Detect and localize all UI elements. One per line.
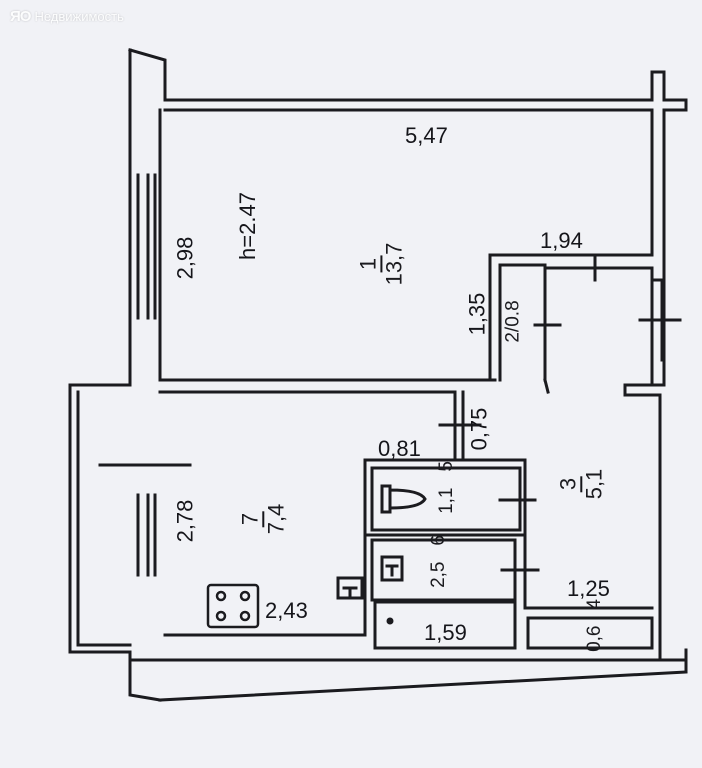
room-7-area: 7,4	[263, 503, 289, 535]
passage-075	[438, 390, 482, 462]
watermark-text: Недвижимость	[34, 9, 124, 24]
room-4-text: 0,6 4	[583, 599, 605, 652]
wall-room1-kitchen	[158, 378, 497, 394]
room-7-number: 7	[237, 510, 265, 528]
room-6-label: 2,5 6	[427, 535, 449, 588]
kitchen-wall-segment	[336, 576, 364, 600]
ceiling-height: h=2.47	[234, 192, 260, 260]
dim-bath-width: 1,59	[424, 620, 467, 645]
dim-corridor-offset: 1,35	[464, 292, 490, 336]
balcony	[68, 383, 132, 654]
room-3-label: 3 5,1	[555, 468, 607, 500]
room-6-number: 6	[427, 535, 449, 546]
window-room1	[136, 173, 157, 320]
room-2-text: 2/0.8	[502, 300, 524, 343]
closet2-walls	[488, 253, 654, 394]
room-7-label: 7 7,4	[237, 503, 289, 535]
dim-kitchen-width: 2,43	[265, 598, 308, 623]
room-1-number: 1	[355, 255, 383, 273]
dim-room1-depth: 2,98	[172, 236, 198, 280]
outer-wall-bottom	[128, 648, 688, 702]
stove	[206, 583, 260, 629]
room-2-label: 2/0.8	[502, 300, 524, 343]
room-6-area: 2,5	[427, 561, 449, 588]
room-4-number: 4	[583, 599, 605, 610]
door-tick-5	[498, 498, 540, 572]
left-wall-upper	[68, 48, 162, 702]
watermark-logo: ЯО	[10, 8, 31, 25]
dim-kitchen-depth: 2,78	[172, 499, 198, 543]
bath-block	[363, 458, 527, 650]
corridor-right-wall	[623, 266, 682, 662]
room-5-number: 5	[435, 461, 457, 472]
outer-wall-top	[128, 48, 688, 387]
room-5-label: 1,1 5	[435, 461, 457, 514]
closet4	[523, 458, 654, 650]
tub-drain	[386, 617, 394, 625]
corridor-door-jamb	[650, 278, 664, 362]
door-tick-2	[533, 256, 597, 327]
room-3-number: 3	[555, 475, 583, 493]
dim-closet-width: 1,25	[567, 576, 610, 601]
watermark: ЯО Недвижимость	[10, 8, 124, 25]
inner-wall-top	[163, 108, 654, 257]
dim-passage-width: 0,75	[466, 407, 492, 451]
dim-bath-offset: 0,81	[378, 436, 421, 461]
room-6-text: 2,5 6	[427, 535, 449, 588]
dim-corridor-width: 1,94	[540, 228, 583, 253]
room-4-label: 0,6 4	[583, 599, 605, 652]
room-5-text: 1,1 5	[435, 461, 457, 514]
dim-room1-width: 5,47	[405, 123, 448, 148]
room-5-area: 1,1	[435, 487, 457, 514]
room-4-area: 0,6	[583, 625, 605, 652]
room-1-label: 1 13,7	[355, 242, 407, 286]
sink	[380, 555, 404, 582]
toilet	[380, 484, 427, 514]
room-2-area: 0.8	[502, 300, 524, 327]
window-kitchen	[136, 493, 157, 577]
room-2-number: 2	[502, 332, 524, 343]
room-1-area: 13,7	[381, 242, 407, 286]
room-3-area: 5,1	[581, 468, 607, 500]
